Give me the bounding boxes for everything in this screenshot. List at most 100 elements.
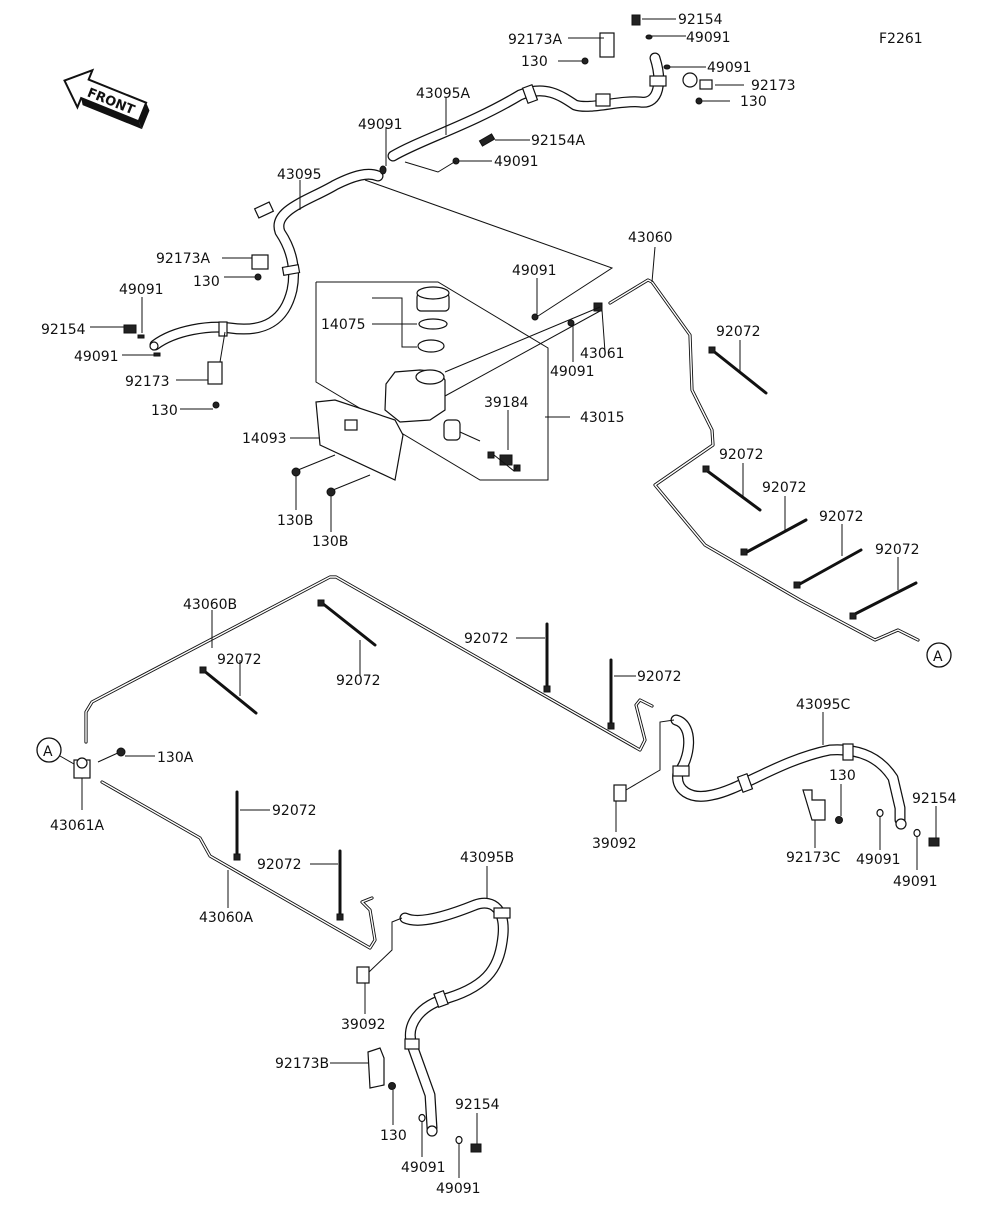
nut-icon — [487, 451, 495, 459]
part-label[interactable]: 49091 — [707, 60, 752, 76]
part-label[interactable]: 92173B — [275, 1056, 329, 1072]
part-label[interactable]: 39092 — [592, 836, 637, 852]
figure-code: F2261 — [879, 31, 923, 47]
part-label[interactable]: 49091 — [436, 1181, 481, 1197]
hose-grommet — [672, 765, 690, 777]
washer-49091-icon — [645, 34, 653, 40]
part-label[interactable]: 92072 — [637, 669, 682, 685]
part-label[interactable]: 49091 — [494, 154, 539, 170]
bolt-130-icon — [695, 97, 703, 105]
nut-icon — [513, 464, 521, 472]
hose-grommet — [736, 773, 754, 793]
part-label[interactable]: 49091 — [686, 30, 731, 46]
part-label[interactable]: 130 — [380, 1128, 407, 1144]
hose-grommet — [218, 321, 228, 337]
part-label[interactable]: 49091 — [512, 263, 557, 279]
part-label[interactable]: 92154 — [912, 791, 957, 807]
part-label[interactable]: 92154 — [41, 322, 86, 338]
banjo-fitting — [149, 341, 159, 351]
part-label[interactable]: 130 — [151, 403, 178, 419]
connector-marker-a-text: A — [933, 649, 943, 665]
part-label[interactable]: 92072 — [875, 542, 920, 558]
front-direction-arrow-icon: FRONT — [63, 68, 150, 130]
part-label[interactable]: 43095B — [460, 850, 514, 866]
hose-grommet — [595, 93, 611, 107]
part-label[interactable]: 49091 — [74, 349, 119, 365]
part-label[interactable]: 92072 — [464, 631, 509, 647]
bolt-130-icon — [581, 57, 589, 65]
washer-49091-icon — [913, 828, 921, 838]
part-label[interactable]: 92072 — [719, 447, 764, 463]
union-line — [444, 306, 601, 373]
part-label[interactable]: 43060B — [183, 597, 237, 613]
part-label[interactable]: 92072 — [762, 480, 807, 496]
union-line — [444, 310, 601, 397]
connector-marker-a — [926, 642, 952, 668]
part-label[interactable]: 43095C — [796, 697, 851, 713]
hose-grommet — [649, 75, 667, 87]
part-label[interactable]: 43060A — [199, 910, 254, 926]
part-label[interactable]: 92072 — [257, 857, 302, 873]
part-label[interactable]: 92173C — [786, 850, 841, 866]
part-label[interactable]: 43061 — [580, 346, 625, 362]
part-label[interactable]: 49091 — [550, 364, 595, 380]
bolt-130B-icon — [332, 474, 371, 491]
washer-49091-icon — [379, 165, 387, 175]
part-label[interactable]: 130 — [740, 94, 767, 110]
part-label[interactable]: 14093 — [242, 431, 287, 447]
part-label[interactable]: 130 — [521, 54, 548, 70]
part-label[interactable]: 130B — [312, 534, 348, 550]
part-label[interactable]: 43061A — [50, 818, 105, 834]
part-label[interactable]: 49091 — [401, 1160, 446, 1176]
bolt-92154-icon — [928, 837, 940, 847]
part-label[interactable]: 92072 — [336, 673, 381, 689]
part-label[interactable]: 92072 — [217, 652, 262, 668]
cable-ties-right — [702, 346, 918, 620]
part-label[interactable]: 49091 — [119, 282, 164, 298]
banjo-fitting — [426, 1125, 438, 1137]
leader-lines-top — [90, 18, 744, 410]
bolt-130-icon — [388, 1082, 396, 1090]
part-label[interactable]: 92072 — [819, 509, 864, 525]
leader-line — [368, 917, 403, 973]
part-label[interactable]: 49091 — [893, 874, 938, 890]
part-label[interactable]: 39184 — [484, 395, 529, 411]
bracket-92173A-icon — [251, 254, 269, 270]
bolt-head-icon — [326, 487, 336, 497]
part-label[interactable]: 43095A — [416, 86, 471, 102]
part-label[interactable]: 130B — [277, 513, 313, 529]
bolt-130A-icon — [97, 751, 121, 763]
leader-line — [651, 246, 656, 283]
part-label[interactable]: 92173 — [751, 78, 796, 94]
connector-marker-a — [36, 737, 62, 763]
reservoir-cap-14075-icon — [416, 286, 450, 353]
part-label[interactable]: 92154 — [678, 12, 723, 28]
part-label[interactable]: 92173A — [156, 251, 211, 267]
washer-49091-icon — [418, 1113, 426, 1123]
guard-slot — [344, 419, 358, 431]
part-label[interactable]: 49091 — [856, 852, 901, 868]
part-label[interactable]: 130 — [829, 768, 856, 784]
part-label[interactable]: 43060 — [628, 230, 673, 246]
part-label[interactable]: 92154 — [455, 1097, 500, 1113]
part-label[interactable]: 92072 — [716, 324, 761, 340]
part-label[interactable]: 43095 — [277, 167, 322, 183]
connector-marker-a-text: A — [43, 744, 53, 760]
part-label[interactable]: 14075 — [321, 317, 366, 333]
bolt-130-icon — [835, 816, 843, 824]
bracket-92173B-icon — [367, 1047, 385, 1089]
part-label[interactable]: 92173 — [125, 374, 170, 390]
part-label[interactable]: 92173A — [508, 32, 563, 48]
fitting-43061-icon — [593, 302, 603, 312]
washer-49091-icon — [153, 352, 161, 357]
part-label[interactable]: 92072 — [272, 803, 317, 819]
hose-grommet — [842, 743, 854, 761]
washer-49091-icon — [455, 1135, 463, 1145]
brake-pipe-43060 — [608, 278, 920, 642]
part-label[interactable]: 130 — [193, 274, 220, 290]
part-label[interactable]: 43015 — [580, 410, 625, 426]
part-label[interactable]: 49091 — [358, 117, 403, 133]
part-label[interactable]: 39092 — [341, 1017, 386, 1033]
part-label[interactable]: 130A — [157, 750, 194, 766]
part-label[interactable]: 92154A — [531, 133, 586, 149]
